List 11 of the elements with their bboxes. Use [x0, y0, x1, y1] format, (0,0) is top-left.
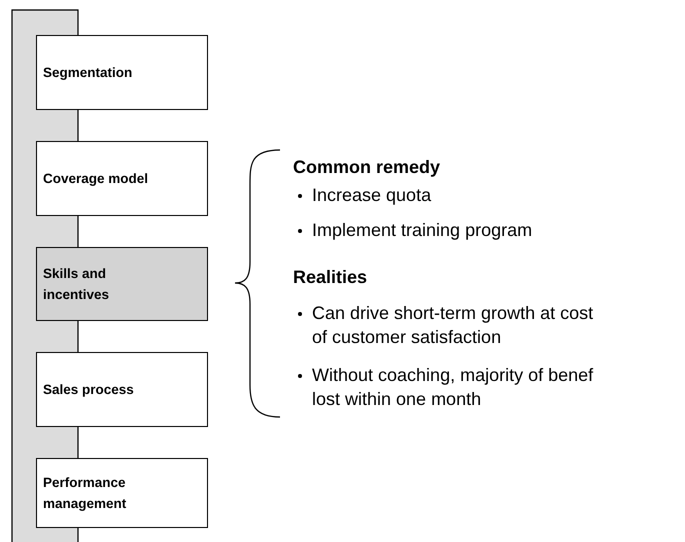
bullet-text: Implement training program: [312, 220, 532, 240]
bullet-text: Without coaching, majority of benef lost within one month: [312, 365, 594, 409]
bullet-text: Increase quota: [312, 185, 432, 205]
process-box: Segmentation: [36, 35, 208, 110]
process-box: Sales process: [36, 352, 208, 427]
bullet-text: Can drive short-term growth at cost of customer satisfaction: [312, 303, 594, 347]
section-heading: Realities: [293, 266, 368, 289]
process-box: Performance management: [36, 458, 208, 528]
process-box: Coverage model: [36, 141, 208, 216]
process-box: Skills and incentives: [36, 247, 208, 321]
section-heading: Common remedy: [293, 156, 440, 179]
